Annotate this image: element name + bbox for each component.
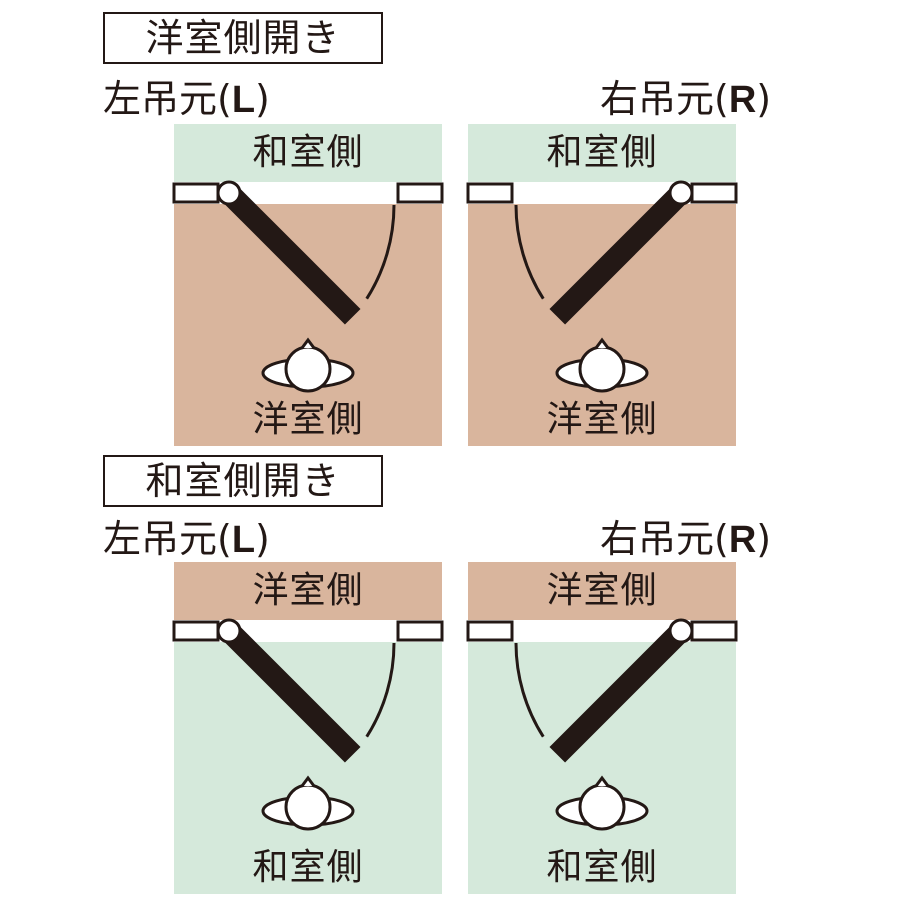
- hinge-label-prefix: 右吊元(: [600, 517, 729, 561]
- bottom-room-area: [468, 204, 736, 446]
- door-diagram-wa-right: 洋室側和室側: [466, 562, 738, 894]
- person-top-view-icon: [555, 775, 649, 831]
- door-diagram-wa-left: 洋室側和室側: [172, 562, 444, 894]
- hinge-pivot: [668, 618, 694, 644]
- door-leaf: [549, 185, 689, 325]
- hinge-label-prefix: 左吊元(: [103, 77, 232, 121]
- hinge-pivot: [216, 618, 242, 644]
- person-top-view-icon: [261, 775, 355, 831]
- hinge-label-right: 右吊元(R): [600, 80, 771, 119]
- hinge-label-suffix: ): [756, 77, 772, 121]
- top-room-area: [174, 562, 442, 620]
- top-room-label: 洋室側: [546, 570, 658, 611]
- door-swing-arc: [514, 204, 545, 300]
- wall-jamb-left: [466, 182, 514, 204]
- wall-jamb-left: [466, 620, 514, 642]
- wall-jamb-left: [172, 182, 220, 204]
- hinge-label-letter: L: [231, 79, 256, 121]
- person-top-view-icon: [555, 337, 649, 393]
- hinge-label-prefix: 右吊元(: [600, 77, 729, 121]
- top-room-label: 洋室側: [252, 570, 364, 611]
- door-swing-arc: [365, 204, 396, 300]
- hinge-pivot: [216, 180, 242, 206]
- top-room-label: 和室側: [252, 132, 364, 173]
- top-room-area: [174, 124, 442, 182]
- door-swing-arc: [365, 642, 396, 738]
- section-title-wa-side-open: 和室側開き: [103, 455, 383, 507]
- hinge-label-left: 左吊元(L): [103, 80, 270, 119]
- hinge-pivot: [668, 180, 694, 206]
- hinge-label-suffix: ): [255, 517, 270, 561]
- section-title-yo-side-open: 洋室側開き: [103, 12, 383, 64]
- wall-jamb-right: [396, 620, 444, 642]
- top-room-label: 和室側: [546, 132, 658, 173]
- wall-jamb-left: [172, 620, 220, 642]
- wall-jamb-right: [690, 182, 738, 204]
- bottom-room-label: 洋室側: [252, 399, 364, 440]
- door-diagram-yo-left: 和室側洋室側: [172, 124, 444, 446]
- hinge-label-right: 右吊元(R): [600, 520, 771, 559]
- hinge-label-suffix: ): [255, 77, 270, 121]
- wall-jamb-right: [396, 182, 444, 204]
- door-leaf: [549, 623, 689, 763]
- hinge-label-letter: L: [231, 519, 256, 561]
- hinge-label-left: 左吊元(L): [103, 520, 270, 559]
- door-leaf: [221, 185, 361, 325]
- bottom-room-area: [468, 642, 736, 894]
- person-top-view-icon: [261, 337, 355, 393]
- hinge-label-letter: R: [728, 519, 757, 561]
- door-swing-arc: [514, 642, 545, 738]
- hinge-label-prefix: 左吊元(: [103, 517, 232, 561]
- door-diagram-yo-right: 和室側洋室側: [466, 124, 738, 446]
- bottom-room-label: 和室側: [252, 847, 364, 888]
- top-room-area: [468, 124, 736, 182]
- bottom-room-label: 洋室側: [546, 399, 658, 440]
- top-room-area: [468, 562, 736, 620]
- bottom-room-area: [174, 204, 442, 446]
- bottom-room-area: [174, 642, 442, 894]
- bottom-room-label: 和室側: [546, 847, 658, 888]
- hinge-label-letter: R: [728, 79, 757, 121]
- door-leaf: [221, 623, 361, 763]
- hinge-label-suffix: ): [756, 517, 772, 561]
- wall-jamb-right: [690, 620, 738, 642]
